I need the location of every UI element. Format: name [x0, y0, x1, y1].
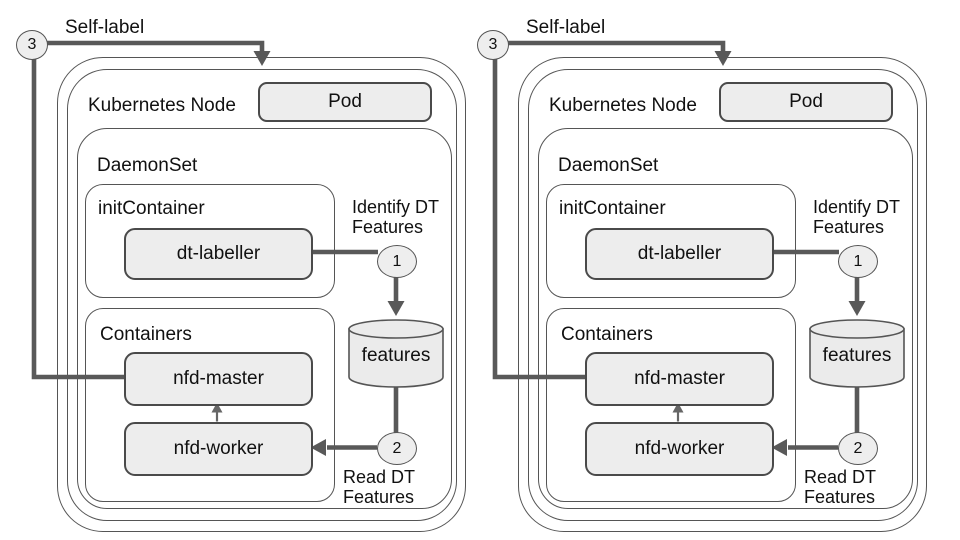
containers-label: Containers: [561, 324, 653, 345]
nfd-master-box: nfd-master: [124, 352, 313, 406]
containers-label: Containers: [100, 324, 192, 345]
identify-dt-features-annotation: Identify DT Features: [813, 197, 900, 237]
identify-annotation-line1: Identify DT: [813, 197, 901, 217]
step-3-badge: 3: [477, 30, 509, 60]
dt-labeller-box: dt-labeller: [585, 228, 774, 280]
containers-box: [85, 308, 335, 502]
diagram-panel-right: Kubernetes Node DaemonSet initContainer …: [461, 0, 941, 540]
nfd-worker-box: nfd-worker: [124, 422, 313, 476]
pod-box: Pod: [258, 82, 432, 122]
nfd-worker-label: nfd-worker: [173, 438, 264, 459]
pod-box: Pod: [719, 82, 893, 122]
self-label-text: Self-label: [65, 17, 145, 38]
init-container-label: initContainer: [559, 198, 666, 219]
read-annotation-line2: Features: [804, 487, 876, 507]
kubernetes-node-label: Kubernetes Node: [88, 95, 236, 116]
self-label-text: Self-label: [526, 17, 606, 38]
features-store-label: features: [822, 345, 892, 366]
features-store-label: features: [361, 345, 431, 366]
pod-label: Pod: [789, 91, 823, 112]
read-dt-features-annotation: Read DT Features: [343, 467, 415, 507]
init-container-label: initContainer: [98, 198, 205, 219]
step-2-badge: 2: [377, 432, 417, 465]
nfd-master-label: nfd-master: [634, 368, 725, 389]
identify-annotation-line1: Identify DT: [352, 197, 440, 217]
step-1-badge: 1: [377, 245, 417, 278]
dt-labeller-label: dt-labeller: [176, 243, 261, 264]
nfd-master-box: nfd-master: [585, 352, 774, 406]
identify-dt-features-annotation: Identify DT Features: [352, 197, 439, 237]
nfd-worker-label: nfd-worker: [634, 438, 725, 459]
daemonset-label: DaemonSet: [97, 155, 198, 176]
read-annotation-line1: Read DT: [804, 467, 877, 487]
nfd-worker-box: nfd-worker: [585, 422, 774, 476]
containers-box: [546, 308, 796, 502]
pod-label: Pod: [328, 91, 362, 112]
daemonset-label: DaemonSet: [558, 155, 659, 176]
dt-labeller-label: dt-labeller: [637, 243, 722, 264]
step-2-badge: 2: [838, 432, 878, 465]
identify-annotation-line2: Features: [813, 217, 885, 237]
diagram-panel-left: Kubernetes Node DaemonSet initContainer …: [16, 17, 466, 532]
read-annotation-line1: Read DT: [343, 467, 416, 487]
identify-annotation-line2: Features: [352, 217, 424, 237]
kubernetes-node-label: Kubernetes Node: [549, 95, 697, 116]
read-dt-features-annotation: Read DT Features: [804, 467, 876, 507]
step-1-badge: 1: [838, 245, 878, 278]
dt-labeller-box: dt-labeller: [124, 228, 313, 280]
read-annotation-line2: Features: [343, 487, 415, 507]
nfd-master-label: nfd-master: [173, 368, 264, 389]
step-3-badge: 3: [16, 30, 48, 60]
